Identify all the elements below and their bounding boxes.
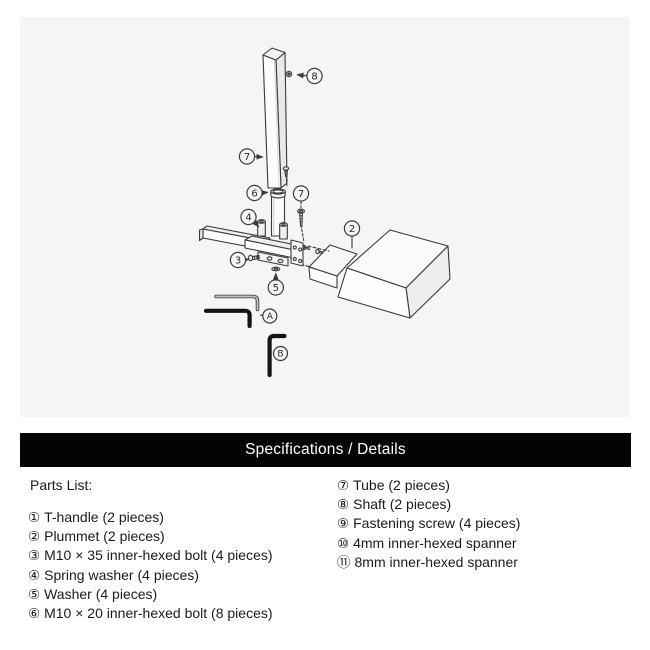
part-number: ② — [28, 529, 41, 546]
part-number: ⑥ — [28, 605, 41, 622]
8mm-hex-spanner-b — [267, 333, 287, 378]
callout-6-circle — [246, 184, 263, 202]
clamp-ears-spring-washers — [257, 219, 288, 240]
callout-3-circle — [229, 251, 247, 269]
part-label: Shaft (2 pieces) — [353, 496, 452, 513]
part-label: Washer (4 pieces) — [44, 585, 158, 602]
callout-a-circle — [262, 308, 278, 324]
callout-b-circle — [272, 345, 289, 362]
callout-labels: 8 7 6 7 4 2 3 5 A B — [235, 72, 355, 360]
plummet-block — [337, 229, 451, 319]
part-label: M10 × 35 inner-hexed bolt (4 pieces) — [44, 547, 273, 564]
part-number: ⑪ — [337, 554, 351, 571]
shaft-screw — [285, 70, 293, 78]
callout-2-label: 2 — [349, 224, 355, 235]
specifications-banner: Specifications / Details — [20, 433, 631, 467]
part-label: Fastening screw (4 pieces) — [353, 515, 521, 532]
callout-8-label: 8 — [311, 72, 317, 83]
4mm-hex-spanner — [214, 294, 260, 312]
washer — [271, 266, 281, 272]
part-label: Spring washer (4 pieces) — [44, 566, 199, 583]
callout-2-circle — [343, 220, 361, 237]
callout-6-label: 6 — [251, 189, 257, 200]
tube-bottom-screw — [282, 166, 290, 187]
callout-7b-circle — [292, 185, 310, 202]
square-tube — [262, 47, 288, 189]
callout-7a-label: 7 — [244, 152, 250, 163]
callout-5-circle — [267, 279, 284, 296]
callout-3-label: 3 — [235, 256, 241, 267]
callout-4-circle — [240, 208, 257, 226]
callout-a-label: A — [267, 312, 274, 322]
part-label: 8mm inner-hexed spanner — [354, 553, 518, 570]
parts-list-title: Parts List: — [30, 477, 93, 493]
diagram-panel: 8 7 6 7 4 2 3 5 A B — [20, 17, 630, 417]
part-label: T-handle (2 pieces) — [44, 509, 164, 525]
collar-ring — [270, 188, 286, 199]
plummet-boss — [308, 244, 358, 289]
specifications-banner-label: Specifications / Details — [245, 441, 406, 458]
callout-b-label: B — [277, 350, 283, 360]
part-number: ⑤ — [28, 586, 41, 603]
assembly-diagram: 8 7 6 7 4 2 3 5 A B — [198, 47, 451, 378]
part-number: ⑨ — [337, 516, 350, 533]
callout-7b-label: 7 — [298, 189, 304, 200]
part-label: Tube (2 pieces) — [353, 477, 450, 493]
fastening-screw-floating — [297, 200, 305, 243]
callout-5-label: 5 — [273, 283, 279, 294]
callout-circles — [229, 67, 361, 362]
part-number: ⑩ — [337, 535, 350, 552]
callout-7a-circle — [238, 148, 256, 165]
part-number: ④ — [28, 567, 41, 584]
part-number: ① — [28, 510, 41, 526]
part-label: Plummet (2 pieces) — [44, 528, 165, 545]
8mm-hex-spanner — [203, 308, 252, 329]
clamp-bracket — [244, 235, 307, 267]
part-label: 4mm inner-hexed spanner — [353, 534, 517, 551]
hex-bolt — [247, 254, 260, 262]
part-label: M10 × 20 inner-hexed bolt (8 pieces) — [44, 604, 273, 621]
part-number: ③ — [28, 548, 41, 565]
part-number: ⑦ — [337, 478, 350, 494]
part-number: ⑧ — [337, 497, 350, 514]
callout-8-circle — [306, 67, 323, 85]
callout-4-label: 4 — [245, 213, 251, 224]
